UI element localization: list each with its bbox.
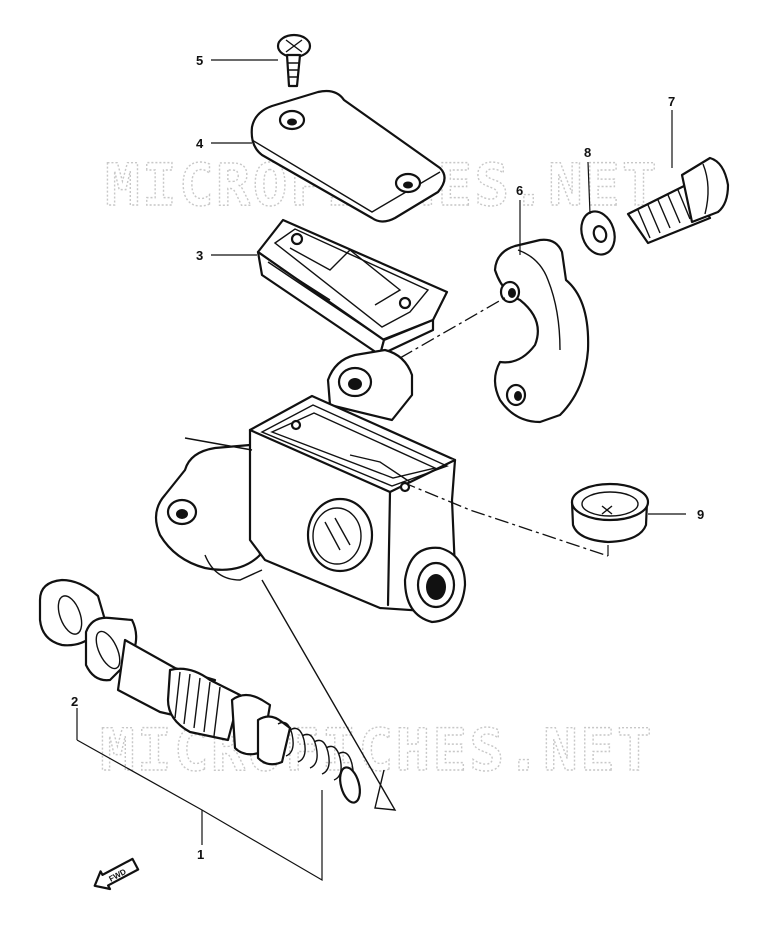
- part-1-piston-assembly: [116, 638, 361, 804]
- leader-lines: [76, 59, 686, 882]
- callout-3: 3: [196, 248, 203, 263]
- callout-2: 2: [71, 694, 78, 709]
- part-3-diaphragm: [256, 218, 449, 357]
- part-8-washer: [580, 210, 616, 256]
- part-7-bolt: [626, 156, 730, 245]
- callout-4: 4: [196, 136, 204, 151]
- callout-1: 1: [197, 847, 204, 862]
- callout-6: 6: [516, 183, 523, 198]
- part-6-handlebar-clamp: [493, 238, 590, 424]
- callout-7: 7: [668, 94, 675, 109]
- assembly-lines: [184, 295, 609, 811]
- part-9-cap: [570, 482, 650, 544]
- master-cylinder-body: [154, 348, 467, 624]
- callout-5: 5: [196, 53, 203, 68]
- fwd-arrow-icon: FWD: [93, 857, 140, 891]
- part-4-reservoir-cap: [250, 89, 446, 223]
- part-5-screw: [276, 33, 312, 88]
- callout-9: 9: [697, 507, 704, 522]
- callout-8: 8: [584, 145, 591, 160]
